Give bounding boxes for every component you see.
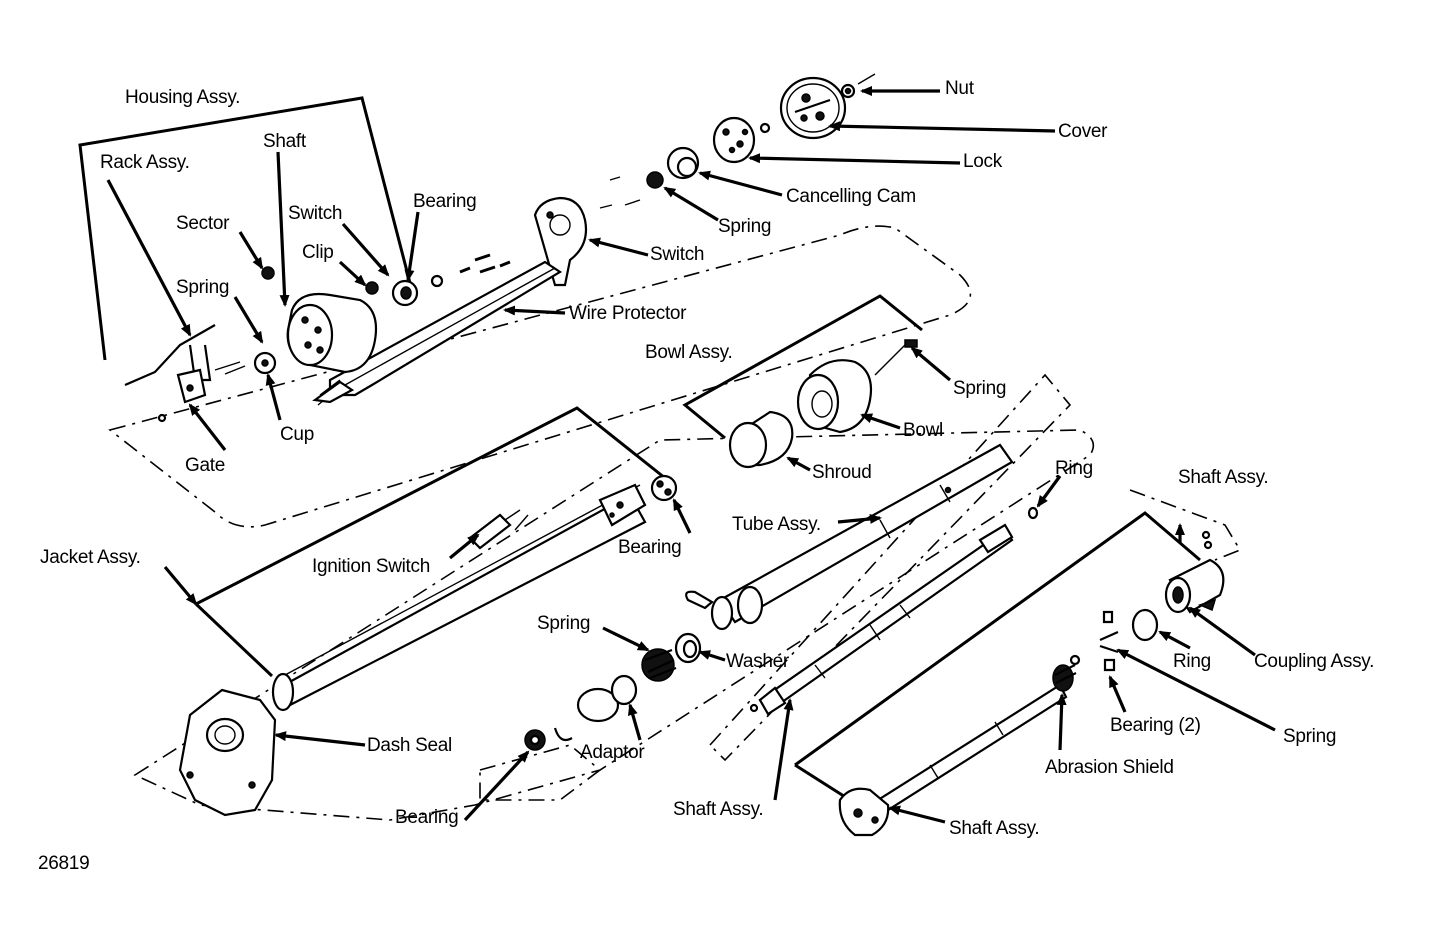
bearing-lower-part <box>524 729 546 751</box>
spring-cam-part <box>646 171 664 189</box>
label-adaptor: Adaptor <box>580 742 645 763</box>
label-switch-main: Switch <box>650 244 704 265</box>
shaft-assy-middle-part <box>749 523 1014 716</box>
label-cancelling-cam: Cancelling Cam <box>786 186 916 207</box>
bearing-2-part <box>1099 610 1119 672</box>
label-wire-protector: Wire Protector <box>569 303 687 324</box>
label-lock: Lock <box>963 151 1003 172</box>
jacket-assy-bracket <box>195 406 666 606</box>
axis-dashes-mid <box>459 253 511 274</box>
adaptor-clip <box>553 727 573 742</box>
housing-assy-bracket <box>78 96 412 361</box>
spring-bowl-part <box>874 339 918 376</box>
jacket-assy-bracket-lower <box>194 602 274 678</box>
label-rack-assy: Rack Assy. <box>100 152 190 173</box>
label-bowl: Bowl <box>903 420 943 441</box>
label-jacket-assy: Jacket Assy. <box>40 547 141 568</box>
bearing-group-outline <box>479 744 602 801</box>
label-shaft-assy-bottom: Shaft Assy. <box>949 818 1039 839</box>
label-bearing-lower: Bearing <box>395 807 458 828</box>
label-tube-assy: Tube Assy. <box>732 514 821 535</box>
figure-number: 26819 <box>38 853 89 874</box>
sector-part <box>261 266 275 280</box>
bearing-top-part <box>391 279 419 307</box>
bowl-assy-bracket <box>682 294 923 440</box>
leader-lines <box>106 86 1276 824</box>
bearing-jacket-part <box>650 474 678 502</box>
coupling-group-outline <box>1129 489 1242 561</box>
label-ring-tube: Ring <box>1055 458 1093 479</box>
label-spring-rack: Spring <box>176 277 229 298</box>
tube-assy-part <box>710 443 1014 631</box>
switch-main-part <box>533 196 588 287</box>
label-coupling-assy: Coupling Assy. <box>1254 651 1374 672</box>
label-dash-seal: Dash Seal <box>367 735 452 756</box>
abrasion-shield-part <box>1052 664 1077 692</box>
cancelling-cam-part <box>666 146 700 180</box>
label-spring-cam: Spring <box>718 216 771 237</box>
shaft-assy-bracket <box>794 511 1201 767</box>
label-shaft-assy-right: Shaft Assy. <box>1178 467 1268 488</box>
bowl-part <box>796 359 873 434</box>
ring-coupling-part <box>1131 608 1159 642</box>
shroud-part <box>728 410 794 469</box>
dash-seal-part <box>178 688 277 817</box>
label-cover: Cover <box>1058 121 1108 142</box>
bearing-top-washer <box>430 274 444 288</box>
housing-part <box>286 292 378 374</box>
nut-part <box>840 73 876 99</box>
abrasion-shield-washer <box>1069 654 1081 666</box>
label-bearing-2: Bearing (2) <box>1110 715 1201 736</box>
lock-part <box>712 116 756 164</box>
labels: Housing Assy. Rack Assy. Shaft Switch Be… <box>38 78 1374 874</box>
label-housing-assy: Housing Assy. <box>125 87 240 108</box>
label-shaft-assy-middle: Shaft Assy. <box>673 799 763 820</box>
jacket-part <box>271 483 647 712</box>
label-washer: Washer <box>726 651 790 672</box>
label-switch-small: Switch <box>288 203 342 224</box>
gate-part <box>157 368 207 423</box>
label-spring-lower: Spring <box>537 613 590 634</box>
label-bowl-assy: Bowl Assy. <box>645 342 732 363</box>
shaft-assy-bracket-lower <box>794 763 851 802</box>
label-sector: Sector <box>176 213 230 234</box>
label-spring-coupling: Spring <box>1283 726 1336 747</box>
adaptor-part <box>576 674 638 723</box>
clip-part <box>365 281 379 295</box>
label-ignition-switch: Ignition Switch <box>312 556 430 577</box>
cover-part <box>779 76 847 140</box>
label-bearing-jacket: Bearing <box>618 537 681 558</box>
axis-dashes-top <box>599 176 641 209</box>
washer-tab <box>685 590 714 610</box>
coupling-clip-part <box>1201 530 1213 550</box>
label-abrasion-shield: Abrasion Shield <box>1045 757 1174 778</box>
label-shroud: Shroud <box>812 462 871 483</box>
label-bearing-top: Bearing <box>413 191 476 212</box>
label-nut: Nut <box>945 78 975 99</box>
washer-part <box>674 632 702 664</box>
lower-group-outline <box>133 429 1095 821</box>
label-clip: Clip <box>302 242 334 263</box>
label-gate: Gate <box>185 455 225 476</box>
wire-protector-tip <box>312 380 355 404</box>
ring-tube-part <box>1027 506 1039 520</box>
spring-lower-part <box>641 648 677 682</box>
label-cup: Cup <box>280 424 314 445</box>
coupling-assy-part <box>1164 558 1225 614</box>
label-spring-bowl: Spring <box>953 378 1006 399</box>
cup-part <box>253 351 277 375</box>
lock-washer <box>759 122 771 134</box>
label-shaft-top: Shaft <box>263 131 307 152</box>
label-ring-coupling: Ring <box>1173 651 1211 672</box>
housing-group-outline <box>108 225 972 528</box>
